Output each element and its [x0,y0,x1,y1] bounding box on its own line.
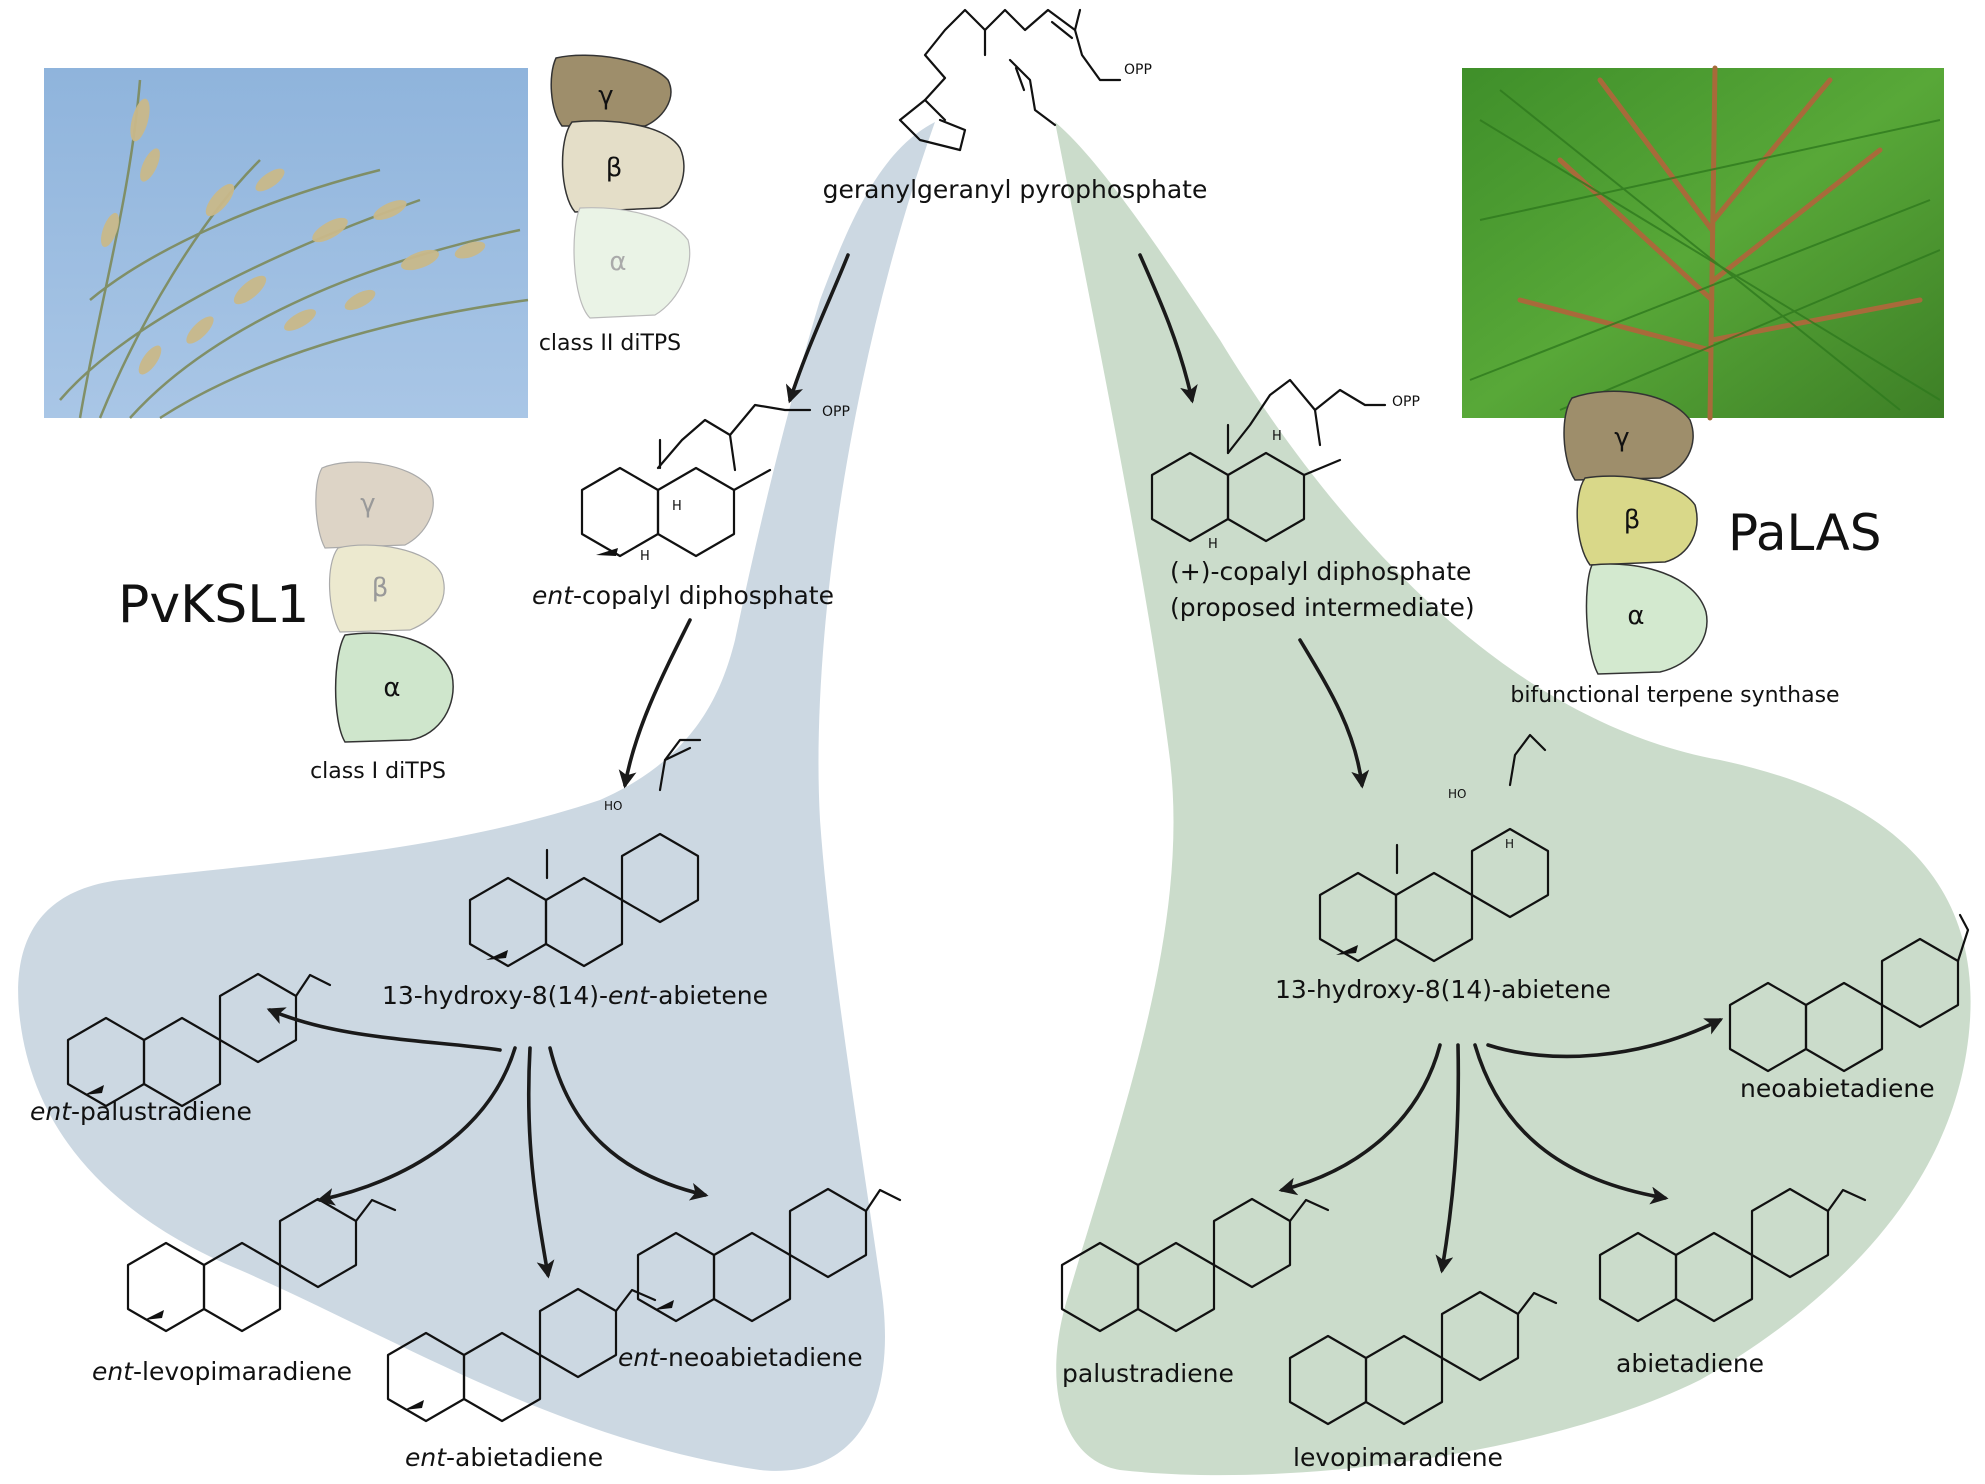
arrow-to-neoabietadiene [1486,1018,1724,1059]
h-label: H [672,499,682,514]
palas-name: PaLAS [1728,504,1882,562]
gamma-label: γ [1614,423,1629,453]
beta-label: β [1624,505,1641,535]
ent-abietadiene-structure [386,1287,657,1423]
ggpp-structure [898,8,1122,152]
arrow-to-ent-levopimaradiene [316,1046,517,1206]
ent-cpp-label: ent-copalyl diphosphate [532,581,834,610]
ent-pathway-region [18,122,935,1471]
ho-label: HO [604,799,622,813]
hydroxy-label: 13-hydroxy-8(14)-abietene [1275,975,1611,1004]
class2-ditps-domains: γ β α class II diTPS [539,54,691,356]
ent-palustradiene-structure [66,972,332,1108]
bifunctional-label: bifunctional terpene synthase [1510,683,1839,708]
palas-domains: γ β α bifunctional terpene synthase [1510,390,1840,708]
arrow-to-palustradiene [1278,1043,1442,1196]
class2-label: class II diTPS [539,331,681,356]
plus-pathway-region [1055,122,1971,1476]
pathway-arrows [266,253,1724,1279]
alpha-domain [1585,563,1708,675]
ent-levopimaradiene-structure [126,1197,397,1333]
ent-neoabietadiene-label: ent-neoabietadiene [618,1343,863,1372]
ent-neoabietadiene-structure [636,1187,902,1323]
arrow-to-ent-palustradiene [266,1007,502,1052]
gamma-label: γ [598,81,613,111]
spruce-branch-photo [1462,65,1944,421]
beta-domain [561,120,685,213]
hydroxy-structure [1318,733,1550,963]
ggpp-label: geranylgeranyl pyrophosphate [823,175,1208,204]
h-label: H [640,549,650,564]
beta-domain [1576,475,1698,566]
plus-cpp-structure [1150,378,1387,543]
h-label: H [1272,429,1282,444]
levopimaradiene-label: levopimaradiene [1293,1443,1503,1472]
arrow-ent-cpp-to-hydroxy [618,618,692,789]
gamma-domain [1563,390,1694,481]
pvksl1-name: PvKSL1 [118,575,309,635]
neoabietadiene-structure [1728,913,1970,1073]
arrow-to-levopimaradiene [1435,1043,1461,1274]
opp-label: OPP [1124,62,1152,78]
opp-label: OPP [1392,394,1420,410]
arrow-to-abietadiene [1473,1043,1669,1205]
ent-hydroxy-structure [468,738,702,968]
h-label: H [1505,837,1514,851]
arrow-ggpp-to-plus-cpp [1138,253,1198,404]
ent-cpp-structure [580,403,812,558]
levopimaradiene-structure [1288,1290,1558,1426]
arrow-to-ent-abietadiene [526,1046,555,1279]
alpha-domain [573,207,691,319]
abietadiene-label: abietadiene [1616,1349,1764,1378]
arrow-to-ent-neoabietadiene [548,1046,709,1201]
gamma-domain [315,461,434,549]
beta-label: β [372,573,389,603]
alpha-label: α [383,673,400,703]
plus-cpp-label-line1: (+)-copalyl diphosphate [1170,557,1471,586]
neoabietadiene-label: neoabietadiene [1740,1074,1935,1103]
ent-abietadiene-label: ent-abietadiene [405,1443,603,1472]
ent-levopimaradiene-label: ent-levopimaradiene [92,1357,352,1386]
beta-label: β [606,153,623,183]
alpha-label: α [1627,601,1644,631]
alpha-domain [334,632,454,743]
palustradiene-label: palustradiene [1062,1359,1234,1388]
beta-domain [329,544,445,633]
arrow-ggpp-to-ent-cpp [785,253,850,404]
gamma-label: γ [360,489,375,519]
gamma-domain [550,54,672,127]
ho-label: HO [1448,787,1466,801]
class1-label: class I diTPS [310,759,446,784]
arrow-plus-cpp-to-hydroxy [1298,638,1370,789]
opp-label: OPP [822,404,850,420]
grass-panicle-photo [44,68,529,420]
ent-palustradiene-label: ent-palustradiene [30,1097,252,1126]
abietadiene-structure [1598,1187,1867,1323]
palustradiene-structure [1060,1197,1330,1333]
ent-hydroxy-label: 13-hydroxy-8(14)-ent-abietene [382,981,768,1010]
h-label: H [1208,537,1218,552]
plus-cpp-label-line2: (proposed intermediate) [1170,593,1475,622]
class1-ditps-domains: γ β α class I diTPS [310,461,454,784]
alpha-label: α [609,247,626,277]
